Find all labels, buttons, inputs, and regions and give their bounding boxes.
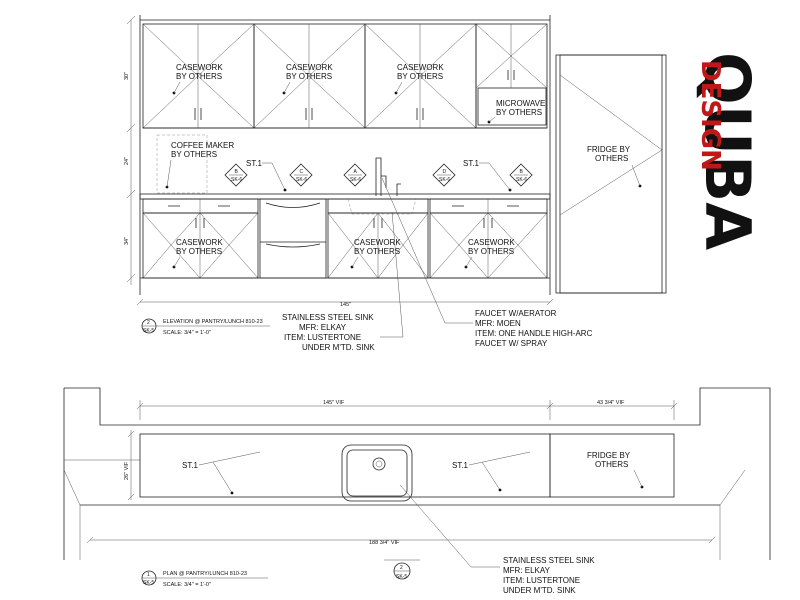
upper-casework-labels: CASEWORK BY OTHERS CASEWORK BY OTHERS CA…	[172, 63, 545, 124]
plan-sink-note-line-4: UNDER M'TD. SINK	[503, 586, 576, 595]
plan-bottom-dimension: 188 3/4" VIF	[86, 536, 716, 546]
faucet	[375, 157, 401, 196]
casework-label-3b: BY OTHERS	[397, 72, 443, 81]
plan-top-dimensions: 145" VIF 43 3/4" VIF	[136, 400, 678, 420]
logo-secondary: DESIGN	[695, 60, 725, 171]
dim-width: 145"	[340, 302, 351, 308]
st-tag-right: ST.1	[463, 159, 480, 168]
section-mark: 2 SK-5	[384, 559, 420, 580]
plan-dim-bottom: 188 3/4" VIF	[369, 540, 400, 546]
plan-title-number: 1	[147, 572, 150, 578]
fridge-label-a: FRIDGE BY	[587, 145, 631, 154]
st-tag-left: ST.1	[246, 159, 263, 168]
tag-sheet-1: SK-6	[231, 177, 242, 183]
plan-dim-top-right: 43 3/4" VIF	[597, 400, 625, 406]
lower-casework-labels: CASEWORK BY OTHERS CASEWORK BY OTHERS CA…	[172, 238, 515, 269]
casework-label-1b: BY OTHERS	[176, 72, 222, 81]
casework-lower-3a: CASEWORK	[468, 238, 515, 247]
plan-sink	[341, 444, 413, 502]
faucet-note-line-3: ITEM: ONE HANDLE HIGH-ARC	[475, 329, 593, 338]
tag-b-2: B	[520, 169, 524, 175]
plan-fridge-label-b: OTHERS	[595, 460, 628, 469]
elevation-title-block: 2 SK-5 ELEVATION @ PANTRY/LUNCH 810-23 S…	[141, 318, 270, 336]
faucet-note-line-4: FAUCET W/ SPRAY	[475, 339, 548, 348]
detail-tags: B SK-6 C SK-6 A SK-6 D SK-6 B SK-6	[224, 163, 533, 187]
casework-label-1a: CASEWORK	[176, 63, 223, 72]
plan-title-block: 1 SK-5 PLAN @ PANTRY/LUNCH 810-23 SCALE:…	[141, 570, 268, 588]
faucet-note-line-1: FAUCET W/AERATOR	[475, 309, 557, 318]
faucet-note-line-2: MFR: MOEN	[475, 319, 521, 328]
plan-fridge-label-a: FRIDGE BY	[587, 451, 631, 460]
elev-title-scale: SCALE: 3/4" = 1'-0"	[163, 330, 211, 336]
faucet-note-elevation: FAUCET W/AERATOR MFR: MOEN ITEM: ONE HAN…	[381, 177, 593, 348]
casework-label-2a: CASEWORK	[286, 63, 333, 72]
elev-title-number: 2	[147, 320, 150, 326]
tag-sheet-3: SK-6	[350, 177, 361, 183]
dim-lower: 34"	[124, 237, 130, 245]
elev-title-name: ELEVATION @ PANTRY/LUNCH 810-23	[163, 319, 263, 325]
casework-lower-1a: CASEWORK	[176, 238, 223, 247]
elev-title-sheet: SK-5	[143, 328, 154, 334]
plan-dim-depth: 26" VIF	[124, 461, 130, 480]
plan-title-sheet: SK-5	[143, 580, 154, 586]
casework-lower-2a: CASEWORK	[354, 238, 401, 247]
sink-note-line-3: ITEM: LUSTERTONE	[284, 333, 361, 342]
fridge-label-b: OTHERS	[595, 154, 628, 163]
section-mark-number: 2	[400, 565, 403, 571]
fridge-elevation: FRIDGE BY OTHERS	[555, 54, 667, 294]
plan-sink-note-line-1: STAINLESS STEEL SINK	[503, 556, 595, 565]
tag-sheet-2: SK-6	[296, 177, 307, 183]
microwave-label-a: MICROWAVE	[496, 99, 545, 108]
tag-sheet-5: SK-6	[516, 177, 527, 183]
plan-st-tag-left: ST.1	[182, 461, 199, 470]
tag-a: A	[354, 169, 358, 175]
plan-st-tag-right: ST.1	[452, 461, 469, 470]
casework-lower-3b: BY OTHERS	[468, 247, 514, 256]
plan-view: ST.1 ST.1 FRIDGE BY OTHERS 145" VIF 43 3…	[63, 387, 771, 595]
elevation-view: CASEWORK BY OTHERS CASEWORK BY OTHERS CA…	[124, 15, 667, 352]
sink-note-elevation: STAINLESS STEEL SINK MFR: ELKAY ITEM: LU…	[282, 211, 404, 352]
lower-cabinets	[140, 198, 550, 279]
plan-sink-note-line-2: MFR: ELKAY	[503, 566, 551, 575]
vertical-dimensions: 30" 24" 34"	[124, 15, 136, 285]
tag-d: D	[443, 169, 447, 175]
tag-b-1: B	[235, 169, 239, 175]
width-dimension: 145"	[136, 298, 554, 308]
stone-tags-elevation: ST.1 ST.1	[246, 159, 512, 192]
sink-note-line-2: MFR: ELKAY	[299, 323, 347, 332]
plan-title-scale: SCALE: 3/4" = 1'-0"	[163, 582, 211, 588]
sink-note-line-4: UNDER M'TD. SINK	[302, 343, 375, 352]
coffee-maker-label-b: BY OTHERS	[171, 150, 217, 159]
sink-note-line-1: STAINLESS STEEL SINK	[282, 313, 374, 322]
section-mark-sheet: SK-5	[396, 574, 407, 580]
casework-lower-1b: BY OTHERS	[176, 247, 222, 256]
sink-note-plan: STAINLESS STEEL SINK MFR: ELKAY ITEM: LU…	[399, 484, 595, 595]
tag-c: C	[300, 169, 304, 175]
casework-label-2b: BY OTHERS	[286, 72, 332, 81]
microwave-label-b: BY OTHERS	[496, 108, 542, 117]
coffee-maker-label-a: COFFEE MAKER	[171, 141, 234, 150]
plan-title-name: PLAN @ PANTRY/LUNCH 810-23	[163, 571, 247, 577]
plan-dim-top-left: 145" VIF	[323, 400, 345, 406]
tag-sheet-4: SK-6	[439, 177, 450, 183]
dim-upper: 30"	[124, 72, 130, 80]
stone-tags-plan: ST.1 ST.1	[182, 451, 531, 495]
plan-sink-note-line-3: ITEM: LUSTERTONE	[503, 576, 580, 585]
plan-depth-dimension: 26" VIF	[124, 430, 135, 501]
casework-label-3a: CASEWORK	[397, 63, 444, 72]
logo-primary: QUBA	[691, 52, 764, 250]
dim-backsplash: 24"	[124, 157, 130, 165]
casework-lower-2b: BY OTHERS	[354, 247, 400, 256]
quba-design-logo: QUBA DESIGN	[691, 52, 764, 250]
